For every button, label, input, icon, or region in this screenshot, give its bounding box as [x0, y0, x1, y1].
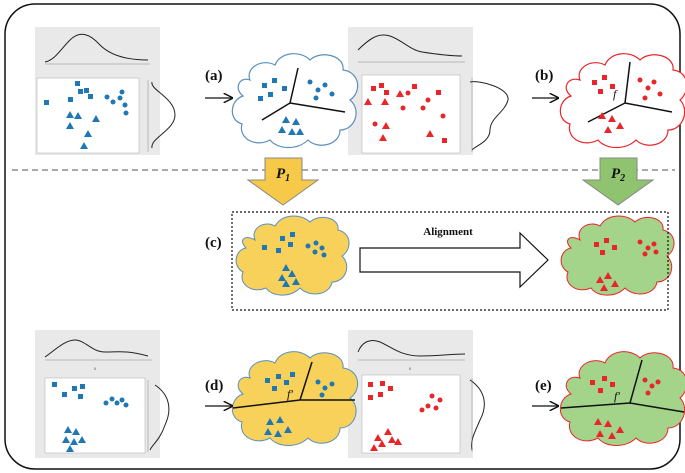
alignment-label: Alignment	[423, 226, 473, 238]
plot-bottom-left: x	[35, 330, 170, 458]
p1-label: P1	[276, 166, 290, 184]
cloud-c-green	[560, 215, 675, 296]
f-prime-label-e: f′	[614, 389, 620, 403]
cloud-b: f	[559, 53, 685, 149]
projection-arrow-p1: P1	[246, 157, 320, 206]
cloud-a	[231, 53, 359, 149]
f-prime-label-d: f′	[287, 387, 293, 401]
cloud-d: f′	[231, 351, 359, 446]
alignment-box	[231, 211, 669, 311]
alignment-arrow	[359, 231, 549, 289]
label-d: (d)	[205, 378, 223, 394]
plot-top-right	[348, 27, 509, 155]
label-b: (b)	[535, 68, 553, 84]
x-axis-label: x	[94, 367, 97, 372]
outer-frame	[4, 3, 681, 470]
cloud-e: f′	[559, 351, 685, 446]
cloud-c-yellow	[235, 215, 350, 296]
projection-arrow-p2: P2	[581, 157, 655, 206]
f-label: f	[613, 87, 618, 101]
x-axis-label-2: x	[409, 367, 412, 372]
plot-bottom-right: x	[348, 330, 485, 458]
label-a: (a)	[205, 68, 223, 84]
plot-top-left	[35, 27, 176, 155]
label-c: (c)	[205, 235, 222, 251]
p2-label: P2	[611, 166, 625, 184]
label-e: (e)	[535, 378, 552, 394]
